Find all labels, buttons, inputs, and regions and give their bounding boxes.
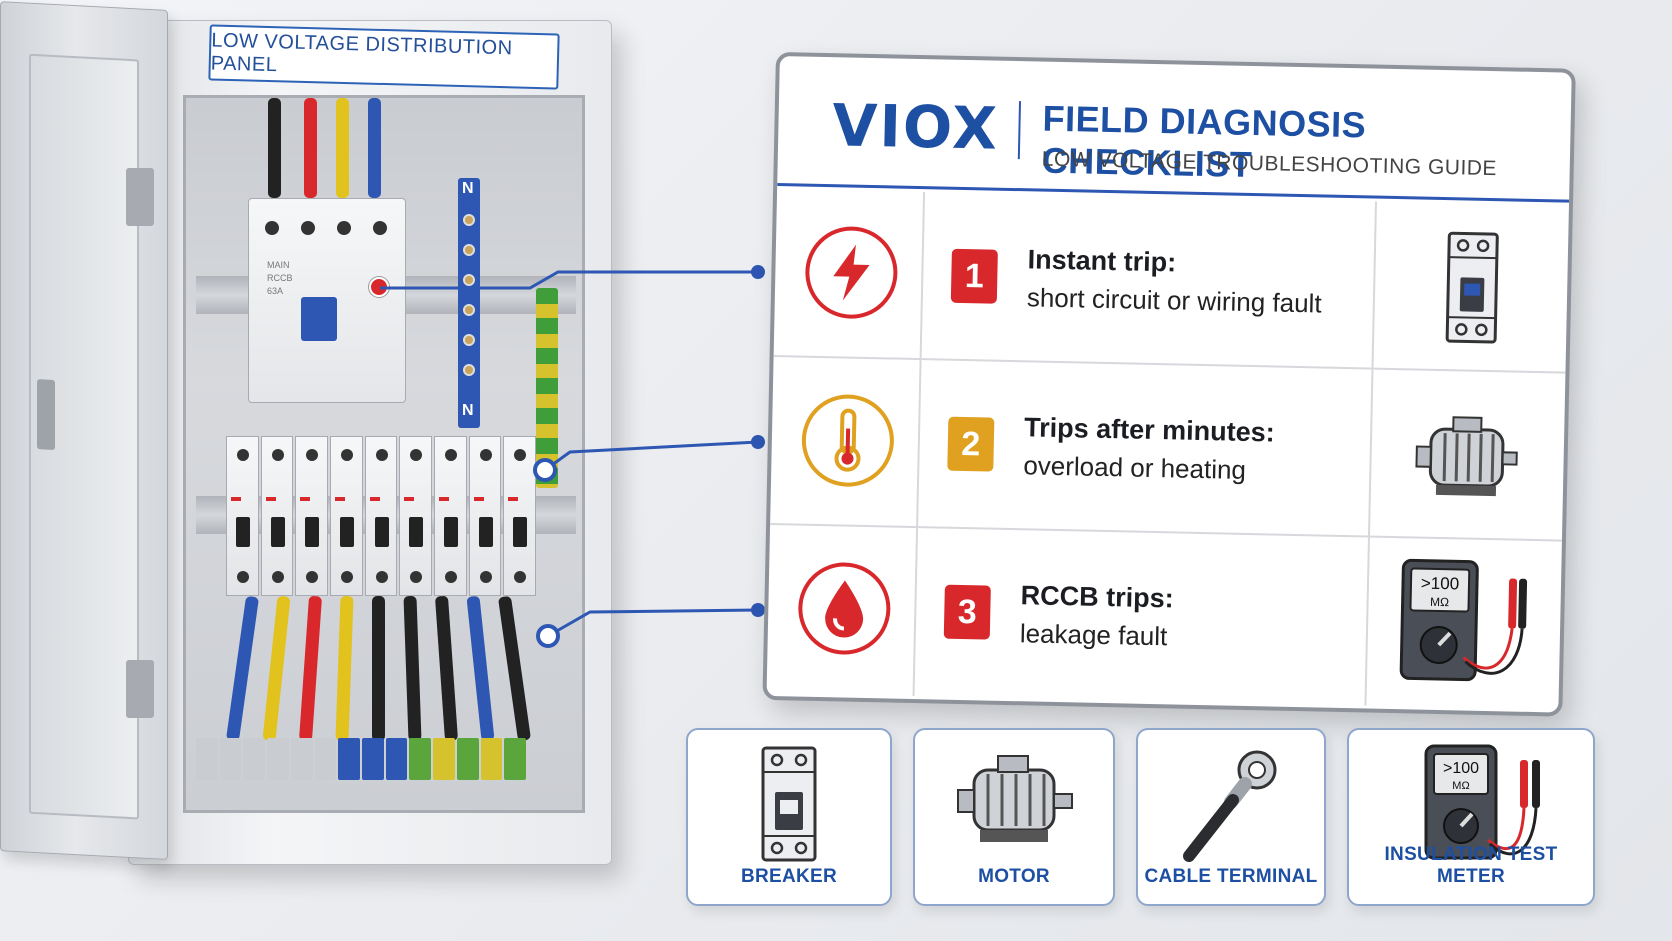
outgoing-wire xyxy=(497,595,532,742)
checklist-row-3: 3 RCCB trips: leakage fault >100 MΩ xyxy=(766,524,1562,710)
terminal-blocks xyxy=(196,738,527,780)
panel-interior: MAIN RCCB 63A N N xyxy=(183,95,585,813)
checklist-row-2: 2 Trips after minutes: overload or heati… xyxy=(770,357,1566,542)
cabinet-door xyxy=(0,1,168,860)
mcb xyxy=(364,436,398,596)
tile-label: INSULATION TEST METER xyxy=(1384,844,1558,887)
meter-display-unit: MΩ xyxy=(1452,780,1469,792)
main-rccb: MAIN RCCB 63A xyxy=(248,198,406,403)
row-title: Instant trip: xyxy=(1027,244,1177,278)
row-title: Trips after minutes: xyxy=(1023,412,1276,448)
tile-label: MOTOR xyxy=(978,866,1050,887)
mcb xyxy=(260,436,294,596)
checklist-header: VIOX FIELD DIAGNOSIS CHECKLIST LOW VOLTA… xyxy=(777,56,1572,203)
outgoing-wire xyxy=(262,595,291,742)
mcb xyxy=(295,436,329,596)
neutral-bar-label: N xyxy=(462,180,474,197)
incoming-wire xyxy=(336,98,349,198)
earth-bar xyxy=(536,288,558,488)
tile-cable-terminal: CABLE TERMINAL xyxy=(1136,728,1326,906)
header-divider xyxy=(1017,101,1022,160)
connector-dot xyxy=(751,265,765,279)
diagnosis-checklist-card: VIOX FIELD DIAGNOSIS CHECKLIST LOW VOLTA… xyxy=(762,52,1576,717)
meter-display-unit: MΩ xyxy=(1430,595,1449,609)
incoming-wire xyxy=(304,98,317,198)
outgoing-wire xyxy=(298,595,323,742)
outgoing-wire xyxy=(434,595,459,742)
insulation-meter-icon: >100 MΩ xyxy=(1424,744,1540,860)
step-number-1: 1 xyxy=(950,248,998,304)
main-breaker-text: MAIN RCCB 63A xyxy=(267,260,293,296)
tile-label: CABLE TERMINAL xyxy=(1144,866,1318,887)
panel-label: LOW VOLTAGE DISTRIBUTION PANEL xyxy=(208,24,560,90)
outgoing-wire xyxy=(372,596,385,741)
droplet-icon xyxy=(797,561,892,656)
outgoing-wire xyxy=(335,595,354,742)
outgoing-wire xyxy=(225,595,260,742)
breaker-icon xyxy=(1445,231,1499,344)
door-hinge xyxy=(126,660,154,718)
insulation-meter-icon: >100 MΩ xyxy=(1399,558,1528,682)
outgoing-wire xyxy=(403,595,422,742)
tile-insulation-test-meter: >100 MΩ INSULATION TEST METER xyxy=(1347,728,1595,906)
meter-display-value: >100 xyxy=(1443,760,1479,777)
row-description: leakage fault xyxy=(1019,618,1168,652)
meter-display-value: >100 xyxy=(1421,574,1460,594)
door-handle xyxy=(37,379,55,451)
connector-dot xyxy=(751,435,765,449)
motor-icon xyxy=(1415,416,1518,497)
mcb xyxy=(503,436,537,596)
neutral-bar: N N xyxy=(458,178,480,428)
mcb-row xyxy=(226,436,537,596)
lightning-icon xyxy=(804,225,899,320)
row-description: short circuit or wiring fault xyxy=(1026,282,1322,319)
row-title: RCCB trips: xyxy=(1020,580,1174,614)
outgoing-wire xyxy=(466,595,495,742)
incoming-wire xyxy=(268,98,281,198)
tile-breaker: BREAKER xyxy=(686,728,892,906)
test-button xyxy=(369,277,389,297)
incoming-wire xyxy=(368,98,381,198)
main-breaker-toggle xyxy=(301,297,337,341)
mcb xyxy=(434,436,467,596)
mcb xyxy=(399,436,433,596)
connector-dot xyxy=(751,603,765,617)
mcb xyxy=(330,436,363,596)
tile-label: BREAKER xyxy=(740,866,838,887)
step-number-2: 2 xyxy=(947,416,995,472)
neutral-bar-label: N xyxy=(462,402,474,419)
thermometer-icon xyxy=(800,393,895,488)
door-hinge xyxy=(126,168,154,226)
checklist-row-1: 1 Instant trip: short circuit or wiring … xyxy=(773,189,1569,374)
step-number-3: 3 xyxy=(943,584,991,640)
distribution-panel-cabinet: LOW VOLTAGE DISTRIBUTION PANEL MAIN RCCB… xyxy=(128,20,612,865)
brand-logo: VIOX xyxy=(831,91,1000,163)
tile-motor: MOTOR xyxy=(913,728,1115,906)
breaker-icon xyxy=(761,746,817,862)
mcb xyxy=(468,436,502,596)
row-description: overload or heating xyxy=(1023,450,1247,485)
mcb xyxy=(226,436,259,596)
motor-icon xyxy=(957,755,1073,842)
cable-terminal-icon xyxy=(1183,750,1277,862)
